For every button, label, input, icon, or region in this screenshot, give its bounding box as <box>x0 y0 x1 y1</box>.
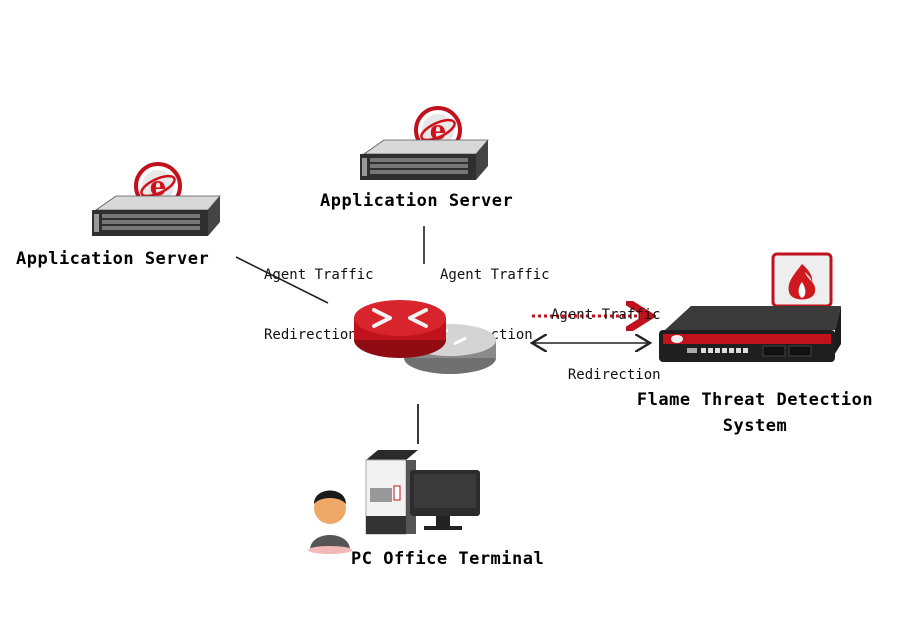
pc-user-icon <box>308 450 480 554</box>
edge-label-left: Agent Traffic Redirection <box>264 225 374 365</box>
flame-label: Flame Threat Detection System <box>630 387 880 439</box>
pc-label: PC Office Terminal <box>351 549 545 569</box>
pc-office-terminal[interactable] <box>306 446 486 556</box>
server-with-ie-icon: e <box>92 162 221 236</box>
router-icon <box>354 300 496 374</box>
link-left-server-router <box>235 256 329 304</box>
firewall-appliance-icon <box>659 252 841 362</box>
edge-label-left-line2: Redirection <box>264 327 357 343</box>
app-server-left-label: Application Server <box>16 249 210 269</box>
flame-label-line1: Flame Threat Detection <box>636 390 874 410</box>
app-server-left[interactable]: e <box>88 160 223 240</box>
server-with-ie-icon: e <box>360 106 489 180</box>
edge-label-top-line1: Agent Traffic <box>440 267 550 283</box>
app-server-top-label: Application Server <box>320 191 514 211</box>
edge-label-right-line2: Redirection <box>567 367 661 383</box>
flame-threat-detection-system[interactable] <box>655 252 845 367</box>
edge-label-right-line1: Agent Traffic <box>551 307 661 323</box>
edge-label-right: Agent Traffic Redirection <box>551 265 661 405</box>
router[interactable] <box>352 296 500 382</box>
flame-label-line2: System <box>722 416 788 436</box>
edge-label-left-line1: Agent Traffic <box>264 267 374 283</box>
app-server-top[interactable]: e <box>356 104 491 184</box>
